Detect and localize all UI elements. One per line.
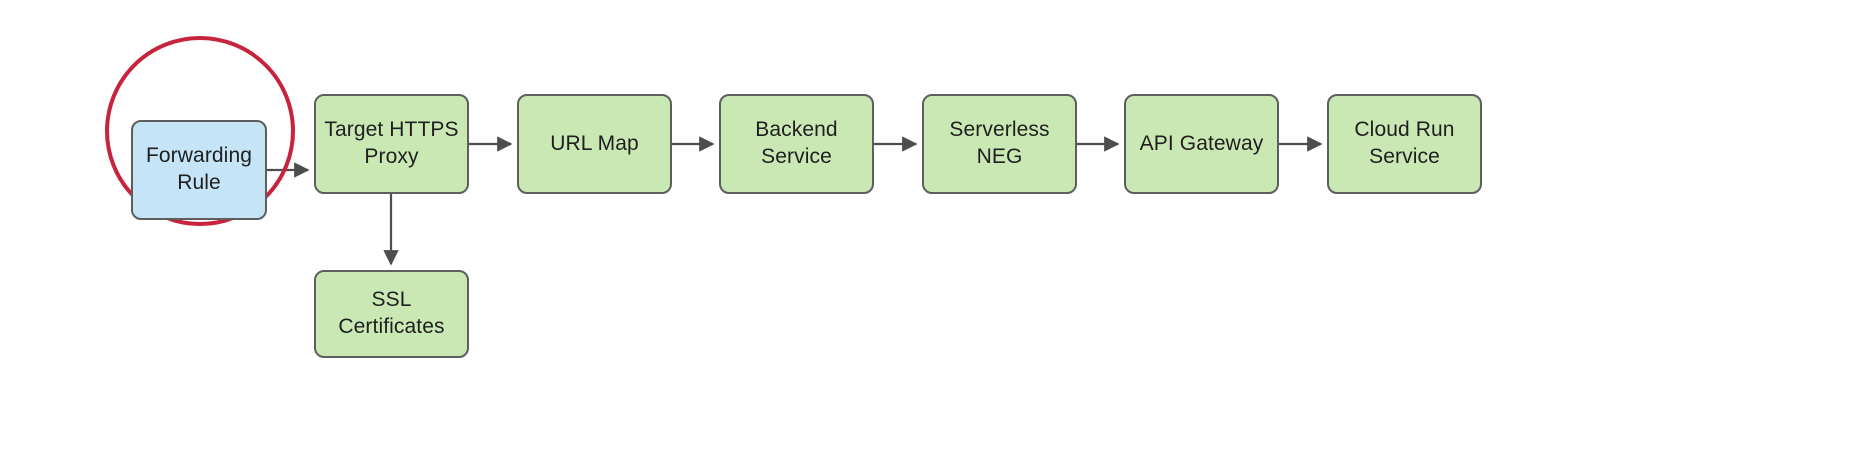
node-ssl-certificates[interactable]: SSL Certificates xyxy=(314,270,469,358)
node-serverless-neg-label: Serverless NEG xyxy=(949,118,1050,168)
node-serverless-neg[interactable]: Serverless NEG xyxy=(922,94,1077,194)
node-api-gateway[interactable]: API Gateway xyxy=(1124,94,1279,194)
node-target-https-proxy-label: Target HTTPS Proxy xyxy=(324,118,459,168)
node-backend-service[interactable]: Backend Service xyxy=(719,94,874,194)
node-ssl-certificates-label: SSL Certificates xyxy=(338,288,445,338)
node-url-map[interactable]: URL Map xyxy=(517,94,672,194)
node-backend-service-label: Backend Service xyxy=(755,118,838,168)
node-forwarding-rule-label: Forwarding Rule xyxy=(145,144,253,194)
node-cloud-run-service-label: Cloud Run Service xyxy=(1354,118,1455,168)
forwarding-rule-highlight-circle xyxy=(105,36,295,226)
node-target-https-proxy[interactable]: Target HTTPS Proxy xyxy=(314,94,469,194)
node-forwarding-rule[interactable]: Forwarding Rule xyxy=(131,120,267,220)
node-url-map-label: URL Map xyxy=(550,131,639,155)
node-api-gateway-label: API Gateway xyxy=(1139,131,1264,155)
node-cloud-run-service[interactable]: Cloud Run Service xyxy=(1327,94,1482,194)
